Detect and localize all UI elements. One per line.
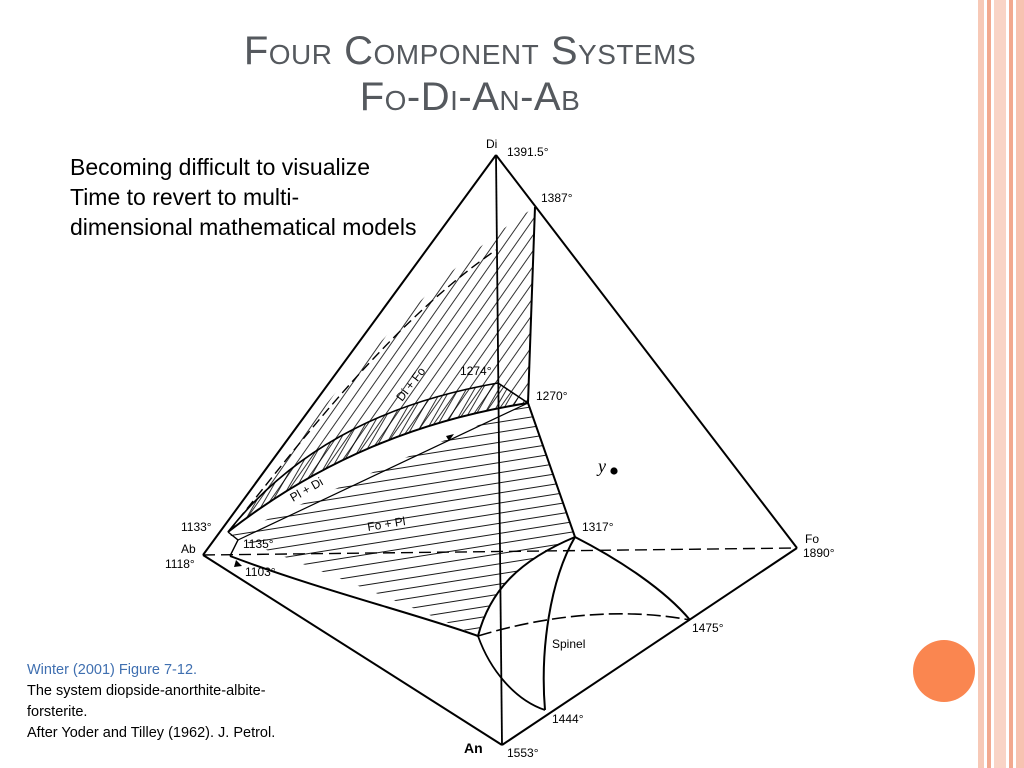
field-fo-pl-label: Fo + Pl xyxy=(366,514,406,534)
vertex-fo-temp: 1890° xyxy=(803,546,835,560)
edge-ab-an xyxy=(202,554,503,746)
curve-1317-1444 xyxy=(542,536,576,711)
temp-1135-label: 1135° xyxy=(243,537,274,551)
temp-1270-label: 1270° xyxy=(536,389,568,403)
figure-caption: Winter (2001) Figure 7-12. The system di… xyxy=(27,660,287,744)
temp-1475-label: 1475° xyxy=(692,621,724,635)
bullet-item: Becoming difficult to visualize xyxy=(70,154,370,180)
temp-1103-label: 1103° xyxy=(245,565,276,579)
curve-1317-1475 xyxy=(574,536,691,621)
vertex-ab-label: Ab xyxy=(181,542,196,556)
point-y-marker xyxy=(610,467,618,475)
vertex-fo-label: Fo xyxy=(805,532,819,546)
temp-1387-label: 1387° xyxy=(541,191,573,205)
vertex-di-label: Di xyxy=(486,137,497,151)
vertex-ab-temp: 1118° xyxy=(165,557,195,571)
fo-pl-surface xyxy=(230,403,575,636)
field-spinel-label: Spinel xyxy=(552,637,585,651)
edge-di-ab xyxy=(202,154,497,556)
edge-di-an xyxy=(495,154,503,746)
slide-title: Four Component Systems Fo-Di-An-Ab xyxy=(150,28,790,120)
vertex-an-label: An xyxy=(464,740,483,756)
point-y-label: y xyxy=(596,456,606,476)
caption-line-1: The system diopside-anorthite-albite-for… xyxy=(27,683,266,720)
temp-1133-label: 1133° xyxy=(181,520,212,534)
border-stripe xyxy=(1016,0,1024,768)
edge-an-fo xyxy=(501,547,798,746)
title-line-1: Four Component Systems xyxy=(243,29,697,73)
vertex-an-temp: 1553° xyxy=(507,746,539,760)
temp-1274-label: 1274° xyxy=(460,364,492,378)
spinel-field-curve-b xyxy=(477,635,546,711)
border-stripe xyxy=(978,0,984,768)
temp-1317-label: 1317° xyxy=(582,520,614,534)
vertex-di-temp: 1391.5° xyxy=(507,145,549,159)
edge-ab-fo-hidden xyxy=(202,547,798,556)
arrow-marker xyxy=(446,434,454,441)
accent-circle xyxy=(913,640,975,702)
bullet-item: Time to revert to multi-dimensional math… xyxy=(70,184,417,240)
border-stripe xyxy=(987,0,991,768)
border-stripe xyxy=(1009,0,1013,768)
right-border-decoration xyxy=(978,0,1024,768)
temp-1444-label: 1444° xyxy=(552,712,584,726)
edge-di-fo xyxy=(495,154,798,549)
curve-1317-an xyxy=(477,536,576,637)
arrow-marker xyxy=(234,560,242,567)
bullet-list: Becoming difficult to visualize Time to … xyxy=(70,152,420,242)
cotectic-1133-1270 xyxy=(227,402,529,533)
caption-citation: Winter (2001) Figure 7-12. xyxy=(27,662,198,678)
caption-line-2: After Yoder and Tilley (1962). J. Petrol… xyxy=(27,725,276,741)
curve-ab-di-back xyxy=(227,249,497,533)
spinel-field-curve-a xyxy=(477,613,691,637)
curve-1103-an xyxy=(229,555,479,637)
curve-1135-1103 xyxy=(227,531,239,557)
title-line-2: Fo-Di-An-Ab xyxy=(359,75,581,119)
cotectic-1133-1274 xyxy=(227,382,499,533)
boundary-1274-1270 xyxy=(497,382,529,404)
border-stripe xyxy=(994,0,1006,768)
cotectic-1387-1270 xyxy=(527,206,536,404)
boundary-1135-1270 xyxy=(237,402,529,541)
cotectic-1270-1317 xyxy=(527,402,576,538)
di-fo-surface xyxy=(228,207,535,532)
